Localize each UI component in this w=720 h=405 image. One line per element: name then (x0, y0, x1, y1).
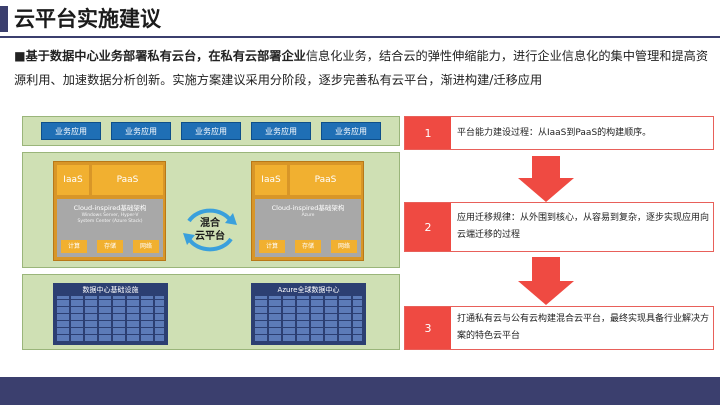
private-cloud-block: IaaS PaaS Cloud-inspired基础架构 Windows Ser… (53, 161, 166, 261)
infrastructure-box: Cloud-inspired基础架构 Azure 计算 存储 网络 (255, 199, 361, 257)
azure-datacenter: Azure全球数据中心 (251, 283, 366, 345)
intro-bold: ■基于数据中心业务部署私有云台，在私有云部署企业 (14, 49, 306, 63)
infrastructure-subtitle: Windows Server, Hyper-V System Center (A… (77, 213, 143, 224)
page-title: 云平台实施建议 (14, 7, 161, 31)
app-box: 业务应用 (251, 122, 311, 140)
public-cloud-block: IaaS PaaS Cloud-inspired基础架构 Azure 计算 存储… (251, 161, 364, 261)
app-box: 业务应用 (111, 122, 171, 140)
step-1: 1 平台能力建设过程：从IaaS到PaaS的构建顺序。 (404, 116, 714, 150)
compute-box: 计算 (61, 240, 87, 253)
step-text: 平台能力建设过程：从IaaS到PaaS的构建顺序。 (457, 127, 652, 138)
sync-arrows-icon (183, 208, 237, 252)
infrastructure-box: Cloud-inspired基础架构 Windows Server, Hyper… (57, 199, 163, 257)
title-bar: 云平台实施建议 (0, 0, 720, 38)
intro-rest: 信息化业务，结合云的弹性伸缩能力，进行企业信息化的集中管理和提高资源利用、加速数… (14, 49, 709, 87)
app-box: 业务应用 (41, 122, 101, 140)
step-number: 2 (405, 203, 451, 251)
implementation-steps: 1 平台能力建设过程：从IaaS到PaaS的构建顺序。 2 应用迁移规律：从外围… (404, 116, 714, 350)
hybrid-cloud-label: 混合 云平台 (175, 217, 245, 243)
iaas-label: IaaS (57, 165, 89, 195)
platform-layer: IaaS PaaS Cloud-inspired基础架构 Windows Ser… (22, 152, 400, 268)
down-arrow-icon (518, 257, 574, 305)
network-box: 网络 (133, 240, 159, 253)
network-box: 网络 (331, 240, 357, 253)
paas-label: PaaS (92, 165, 163, 195)
app-box: 业务应用 (321, 122, 381, 140)
down-arrow-icon (518, 156, 574, 202)
step-number: 3 (405, 307, 451, 349)
hybrid-label-line-2: 云平台 (195, 231, 225, 242)
step-text: 应用迁移规律：从外围到核心，从容易到复杂，逐步实现应用向云端迁移的过程 (457, 213, 710, 240)
app-layer: 业务应用 业务应用 业务应用 业务应用 业务应用 (22, 116, 400, 146)
server-rack-grid (57, 296, 164, 341)
storage-box: 存储 (97, 240, 123, 253)
datacenter-title: 数据中心基础设施 (82, 286, 139, 294)
step-text: 打通私有云与公有云构建混合云平台，最终实现具备行业解决方案的特色云平台 (457, 314, 710, 341)
step-3: 3 打通私有云与公有云构建混合云平台，最终实现具备行业解决方案的特色云平台 (404, 306, 714, 350)
azure-datacenter-title: Azure全球数据中心 (277, 286, 340, 294)
iaas-label: IaaS (255, 165, 287, 195)
infrastructure-title: Cloud-inspired基础架构 (73, 204, 147, 212)
intro-paragraph: ■基于数据中心业务部署私有云台，在私有云部署企业信息化业务，结合云的弹性伸缩能力… (14, 44, 710, 92)
compute-box: 计算 (259, 240, 285, 253)
datacenter-infrastructure: 数据中心基础设施 (53, 283, 168, 345)
title-underline (0, 36, 720, 38)
storage-box: 存储 (295, 240, 321, 253)
paas-label: PaaS (290, 165, 361, 195)
step-number: 1 (405, 117, 451, 149)
cloud-architecture-diagram: 业务应用 业务应用 业务应用 业务应用 业务应用 IaaS PaaS Cloud… (22, 116, 400, 350)
hybrid-cloud-indicator: 混合 云平台 (175, 199, 245, 259)
app-box: 业务应用 (181, 122, 241, 140)
hybrid-label-line-1: 混合 (200, 218, 220, 229)
infrastructure-title: Cloud-inspired基础架构 (271, 204, 345, 212)
step-2: 2 应用迁移规律：从外围到核心，从容易到复杂，逐步实现应用向云端迁移的过程 (404, 202, 714, 252)
footer-bar (0, 377, 720, 405)
title-accent-bar (0, 6, 8, 32)
infrastructure-subtitle: Azure (301, 213, 315, 218)
infrastructure-layer: 数据中心基础设施 Azure全球数据中心 (22, 274, 400, 350)
server-rack-grid (255, 296, 362, 341)
